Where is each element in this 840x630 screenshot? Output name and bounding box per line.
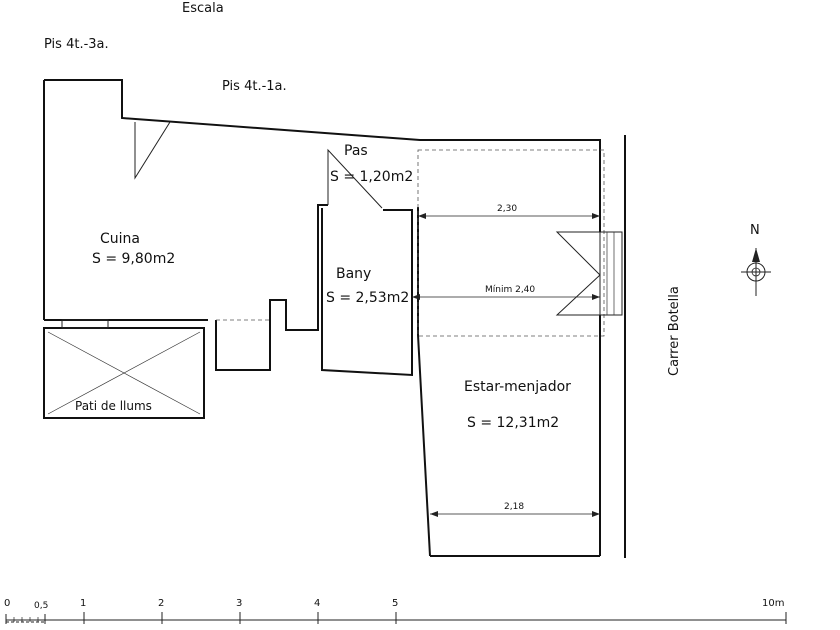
scale-tick-label: 4 <box>314 598 320 609</box>
dim-top-label: 2,30 <box>497 204 517 214</box>
dim-bottom-arrow-left <box>430 511 438 517</box>
window-frame <box>599 231 623 316</box>
pas-name: Pas <box>344 143 368 159</box>
dim-middle-arrow-right <box>592 294 600 300</box>
street-label: Carrer Botella <box>667 286 682 376</box>
dim-middle-arrow-left <box>412 294 420 300</box>
bathroom-walls <box>321 208 413 377</box>
pas-wall <box>327 148 383 209</box>
light-well-label: Pati de llums <box>75 399 152 413</box>
scale-tick-label: 3 <box>236 598 242 609</box>
projection-dashed-rect <box>417 149 605 337</box>
living-area: S = 12,31m2 <box>467 415 559 431</box>
kitchen-stair-triangle <box>134 121 171 180</box>
scale-tick-label: 2 <box>158 598 164 609</box>
light-well <box>43 327 205 419</box>
scale-bar <box>5 612 787 624</box>
scale-tick-label: 1 <box>80 598 86 609</box>
dim-bottom-label: 2,18 <box>504 502 524 512</box>
kitchen-name: Cuina <box>100 231 140 247</box>
scale-tick-label: 0,5 <box>34 601 48 611</box>
dim-middle-label: Mínim 2,40 <box>485 285 535 295</box>
kitchen-area: S = 9,80m2 <box>92 251 175 267</box>
bathroom-name: Bany <box>336 266 371 282</box>
neighbor-left-label: Pis 4t.-3a. <box>44 37 109 52</box>
scale-tick-label: 10m <box>762 598 784 609</box>
light-well-window <box>61 319 109 329</box>
bay-window <box>555 231 601 316</box>
bathroom-area: S = 2,53m2 <box>326 290 409 306</box>
scale-tick-label: 0 <box>4 598 10 609</box>
living-west-wall <box>417 207 431 557</box>
pas-area: S = 1,20m2 <box>330 169 413 185</box>
dim-bottom-arrow-right <box>592 511 600 517</box>
dim-top-arrow-right <box>592 213 600 219</box>
living-name: Estar-menjador <box>464 379 571 395</box>
scale-tick-label: 5 <box>392 598 398 609</box>
dim-top-arrow-left <box>418 213 426 219</box>
stair-label: Escala <box>182 1 224 16</box>
stepped-wall <box>215 204 328 371</box>
north-label: N <box>750 223 760 238</box>
outer-wall-north <box>44 79 601 232</box>
north-arrow-icon <box>741 248 771 296</box>
light-well-cross-b <box>47 331 201 415</box>
neighbor-right-label: Pis 4t.-1a. <box>222 79 287 94</box>
